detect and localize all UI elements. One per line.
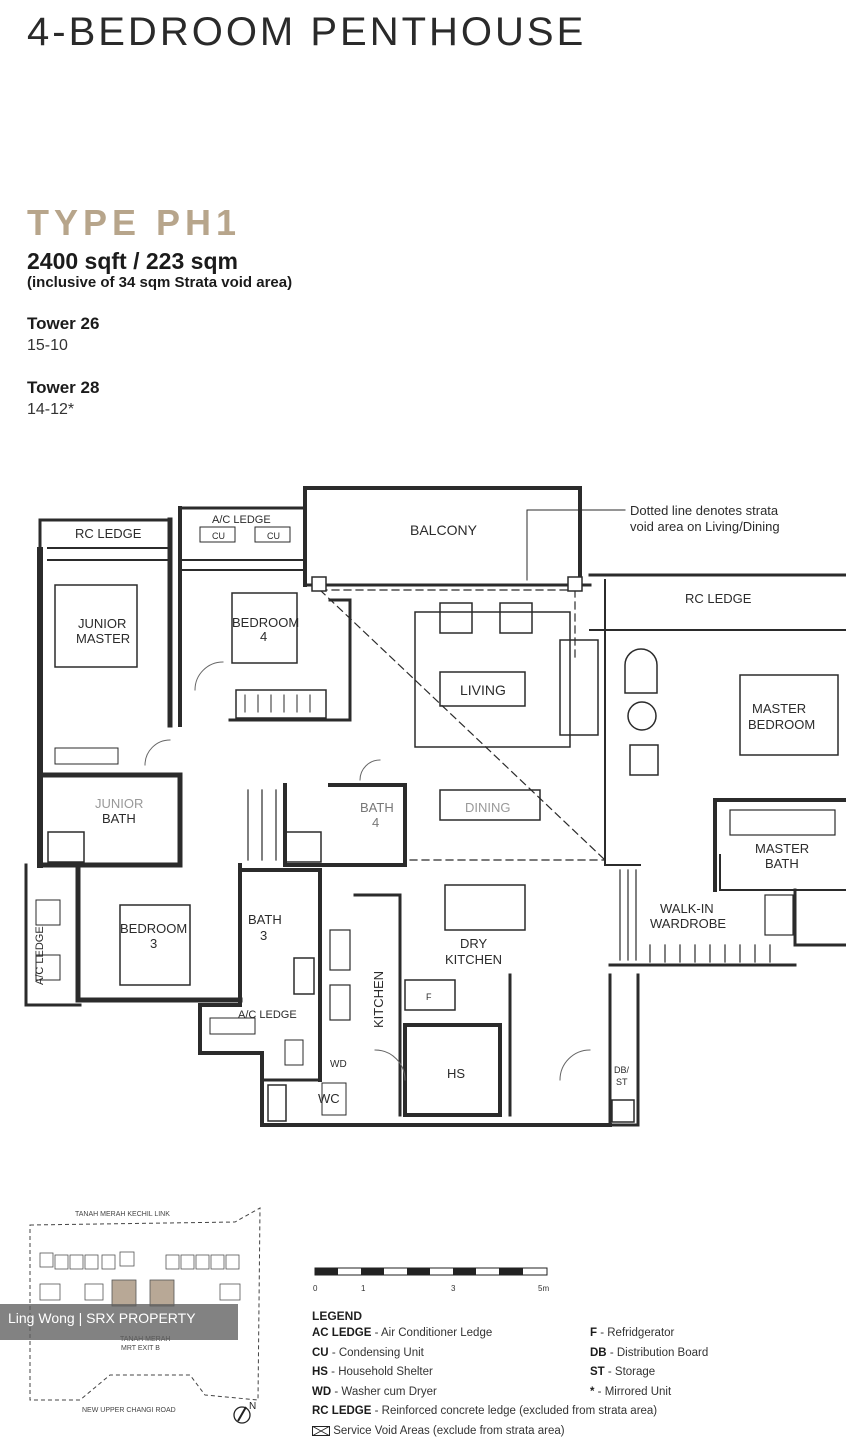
room-label: HS	[447, 1066, 465, 1081]
service-void-icon	[311, 1425, 331, 1437]
room-label: BATH	[360, 800, 394, 815]
room-label: DRY	[460, 936, 488, 951]
room-label: WC	[318, 1091, 340, 1106]
tower-name: Tower 26	[27, 314, 100, 333]
legend-item: RC LEDGE - Reinforced concrete ledge (ex…	[312, 1405, 658, 1417]
unit-type: TYPE PH1	[27, 202, 242, 243]
plan-note: void area on Living/Dining	[630, 519, 780, 534]
room-label: LIVING	[460, 682, 506, 698]
room-label: BEDROOM	[120, 921, 187, 936]
room-label: RC LEDGE	[75, 526, 142, 541]
room-label: BEDROOM	[232, 615, 299, 630]
room-label: DB/	[614, 1065, 630, 1075]
legend-item: ST - Storage	[590, 1366, 656, 1378]
unit-area: 2400 sqft / 223 sqm	[27, 248, 238, 274]
room-label: WARDROBE	[650, 916, 726, 931]
tower-name: Tower 28	[27, 378, 100, 397]
room-label: BATH	[248, 912, 282, 927]
room-label: 3	[150, 936, 157, 951]
room-label: JUNIOR	[95, 796, 143, 811]
scale-label: 5m	[538, 1284, 549, 1293]
watermark: Ling Wong | SRX PROPERTY	[0, 1304, 238, 1340]
room-label: BALCONY	[410, 522, 478, 538]
room-label: JUNIOR	[78, 616, 126, 631]
room-label: ST	[616, 1077, 628, 1087]
room-label: KITCHEN	[371, 971, 386, 1028]
legend-item: AC LEDGE - Air Conditioner Ledge	[312, 1327, 493, 1339]
room-label: F	[426, 992, 432, 1002]
legend-item: Service Void Areas (exclude from strata …	[311, 1425, 565, 1437]
room-label: KITCHEN	[445, 952, 502, 967]
floor-plan: RC LEDGE A/C LEDGE CU CU BALCONY Dotted …	[24, 486, 846, 1127]
keyplan-mrt: MRT EXIT B	[121, 1345, 160, 1352]
room-label: MASTER	[76, 631, 130, 646]
room-label: RC LEDGE	[685, 591, 752, 606]
legend-item: CU - Condensing Unit	[312, 1347, 424, 1359]
legend-item: HS - Household Shelter	[312, 1366, 433, 1378]
room-label: CU	[212, 531, 225, 541]
scale-bar: 0 1 3 5m	[313, 1267, 549, 1293]
room-label: DINING	[465, 800, 511, 815]
north-arrow: N	[233, 1401, 256, 1424]
room-label: A/C LEDGE	[238, 1009, 297, 1021]
tower-units: 15-10	[27, 337, 68, 354]
legend-item: WD - Washer cum Dryer	[312, 1386, 437, 1398]
room-label: A/C LEDGE	[34, 926, 46, 985]
room-label: MASTER	[755, 841, 809, 856]
page-title: 4-BEDROOM PENTHOUSE	[27, 10, 587, 54]
room-label: 4	[260, 629, 267, 644]
scale-label: 1	[361, 1284, 366, 1293]
room-label: BEDROOM	[748, 717, 815, 732]
room-label: 3	[260, 928, 267, 943]
north-label: N	[249, 1401, 256, 1412]
keyplan-road: NEW UPPER CHANGI ROAD	[82, 1407, 176, 1414]
keyplan-road: TANAH MERAH KECHIL LINK	[75, 1211, 170, 1218]
room-label: MASTER	[752, 701, 806, 716]
room-label: BATH	[102, 811, 136, 826]
legend-item: DB - Distribution Board	[590, 1347, 709, 1359]
room-label: BATH	[765, 856, 799, 871]
room-label: 4	[372, 815, 379, 830]
legend-item: * - Mirrored Unit	[590, 1386, 672, 1398]
scale-label: 0	[313, 1284, 318, 1293]
room-label: WD	[330, 1059, 347, 1070]
room-label: A/C LEDGE	[212, 514, 271, 526]
legend-title: LEGEND	[312, 1309, 363, 1323]
room-label: CU	[267, 531, 280, 541]
area-note: (inclusive of 34 sqm Strata void area)	[27, 274, 293, 291]
legend-item: F - Refridgerator	[590, 1327, 675, 1339]
scale-label: 3	[451, 1284, 456, 1293]
tower-units: 14-12*	[27, 401, 75, 418]
room-label: WALK-IN	[660, 901, 714, 916]
plan-note: Dotted line denotes strata	[630, 503, 779, 518]
